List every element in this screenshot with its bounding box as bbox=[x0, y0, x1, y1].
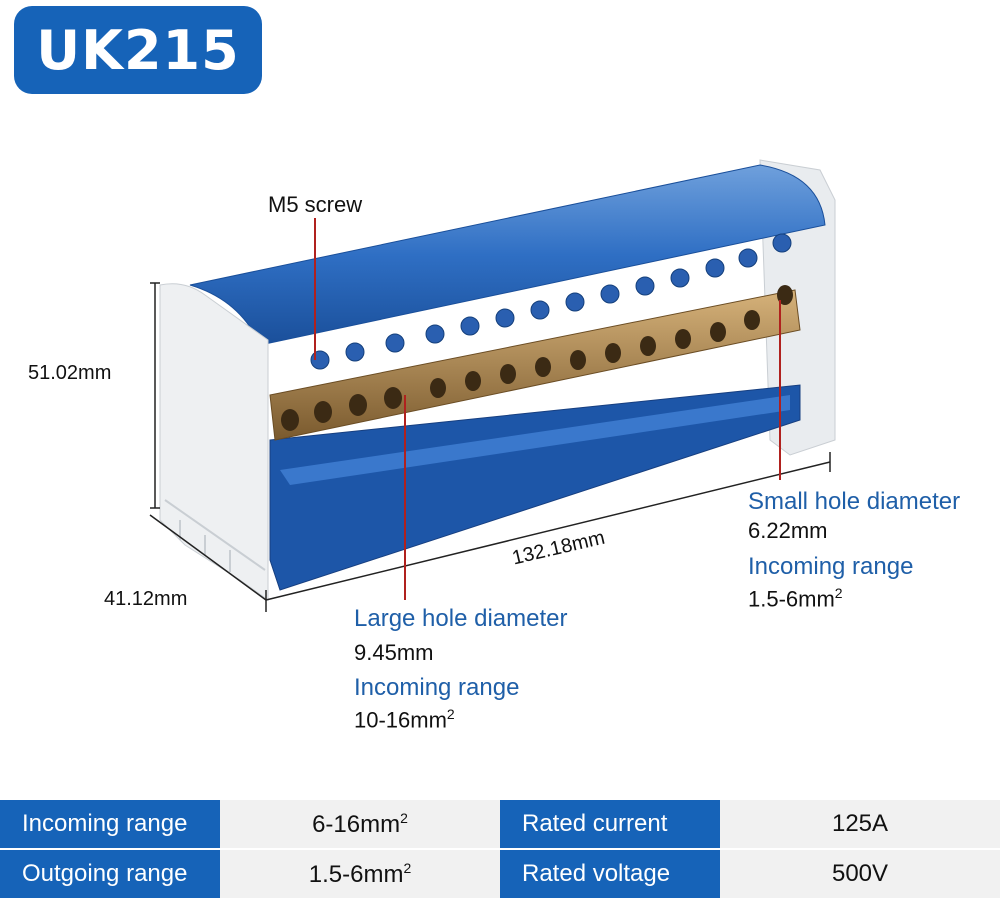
model-badge: UK215 bbox=[14, 6, 262, 94]
large-hole-value: 9.45mm bbox=[354, 640, 434, 665]
spec-value: 6-16mm2 bbox=[220, 800, 500, 850]
spec-label-2: Rated voltage bbox=[500, 849, 720, 900]
top-cover bbox=[189, 164, 826, 346]
large-hole-range-value: 10-16mm2 bbox=[354, 706, 455, 733]
spec-label: Incoming range bbox=[0, 800, 220, 850]
screw-label: M5 screw bbox=[268, 192, 363, 217]
screws bbox=[310, 233, 792, 370]
spec-row: Outgoing range 1.5-6mm2 Rated voltage 50… bbox=[0, 849, 1000, 900]
spec-value-2: 500V bbox=[720, 849, 1000, 900]
spec-label: Outgoing range bbox=[0, 849, 220, 900]
terminal-block-image bbox=[149, 159, 836, 612]
bottom-base bbox=[269, 384, 801, 591]
left-end-cap bbox=[159, 283, 269, 601]
small-hole-range-value: 1.5-6mm2 bbox=[748, 585, 843, 612]
large-hole-title: Large hole diameter bbox=[354, 605, 568, 632]
depth-dimension: 41.12mm bbox=[104, 588, 188, 610]
spec-label-2: Rated current bbox=[500, 800, 720, 850]
spec-table: Incoming range 6-16mm2 Rated current 125… bbox=[0, 800, 1000, 900]
brass-bar bbox=[269, 289, 801, 441]
small-hole-title: Small hole diameter bbox=[748, 488, 961, 515]
dimension-lines bbox=[149, 282, 831, 612]
spec-value-2: 125A bbox=[720, 800, 1000, 850]
large-hole-range-title: Incoming range bbox=[354, 674, 520, 701]
small-hole-value: 6.22mm bbox=[748, 518, 828, 543]
spec-value: 1.5-6mm2 bbox=[220, 849, 500, 900]
spec-row: Incoming range 6-16mm2 Rated current 125… bbox=[0, 800, 1000, 850]
small-hole-range-title: Incoming range bbox=[748, 553, 914, 580]
pointer-lines bbox=[314, 218, 781, 600]
terminal-holes bbox=[281, 285, 793, 431]
height-dimension: 51.02mm bbox=[28, 362, 112, 384]
